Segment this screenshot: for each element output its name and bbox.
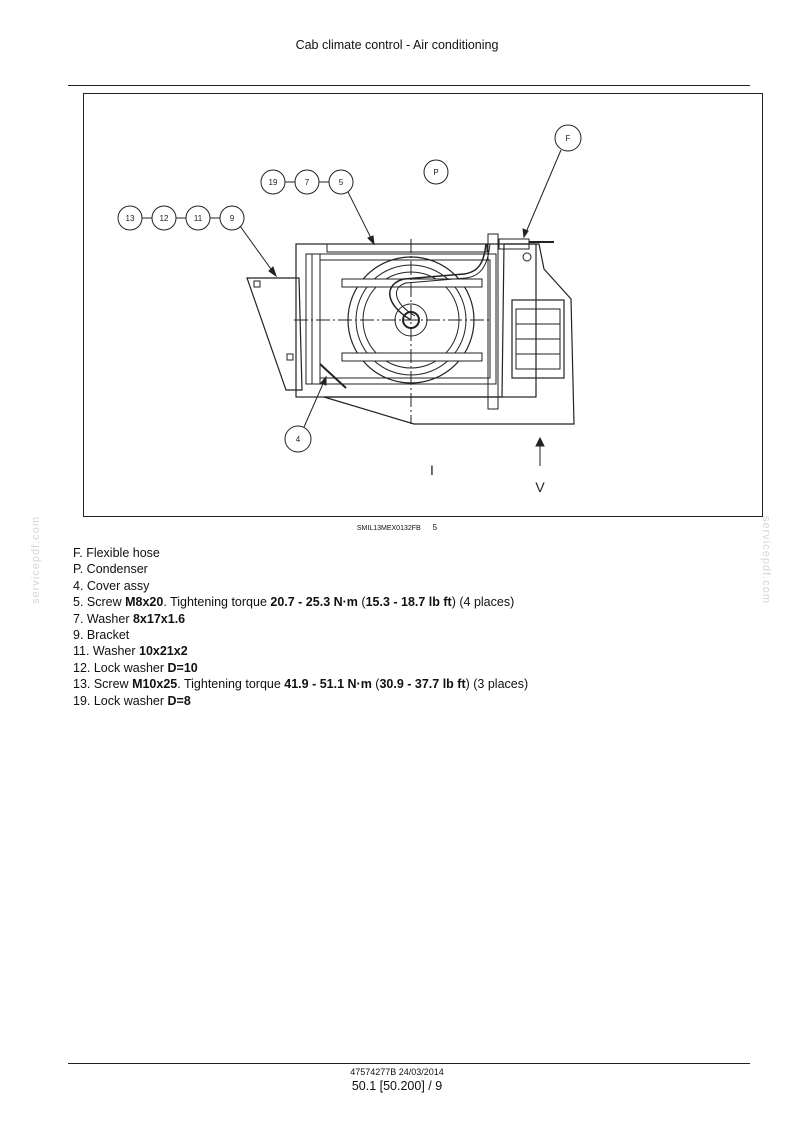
legend-item-text: 19. Lock washer: [73, 693, 168, 708]
legend-item-text: F. Flexible hose: [73, 546, 160, 560]
callout-4-leader: [284, 375, 327, 453]
legend-item-text: 9. Bracket: [73, 628, 130, 643]
callout-12: 12: [160, 214, 169, 223]
legend-item-text: 5. Screw: [73, 595, 126, 610]
hose-line: [389, 243, 487, 321]
view-letter-v: V: [535, 479, 545, 495]
legend-item-text: . Tightening torque: [177, 677, 285, 692]
watermark-right: servicepdf.com: [760, 516, 772, 604]
legend-item-text: ) (3 places): [465, 677, 529, 692]
legend-item: 13. Screw M10x25. Tightening torque 41.9…: [73, 676, 528, 692]
legend-item: 9. Bracket: [73, 627, 528, 643]
legend-item: 7. Washer 8x17x1.6: [73, 611, 528, 627]
footer-rule: [68, 1063, 750, 1064]
callout-p: P: [433, 168, 438, 177]
view-arrow-v: [535, 436, 545, 466]
legend-item: F. Flexible hose: [73, 545, 528, 561]
top-rail: [326, 243, 488, 253]
motor-block: [511, 299, 565, 379]
legend-item-text: (: [357, 595, 366, 610]
legend-item: 4. Cover assy: [73, 578, 528, 594]
figure-code: SMIL13MEX0132FB: [356, 525, 421, 532]
footer-page-number: 50.1 [50.200] / 9: [351, 1079, 443, 1093]
legend-item-spec: 41.9 - 51.1 N·m: [284, 677, 372, 692]
condenser-diagram: 13 12 11 9 19 7 5 P F: [117, 124, 582, 495]
header-rule: [68, 85, 750, 86]
callout-f-leader: [522, 124, 582, 239]
right-housing: [323, 243, 575, 425]
callout-p-circle: [423, 159, 449, 185]
legend-item: 11. Washer 10x21x2: [73, 643, 528, 659]
cover-strut: [319, 363, 347, 389]
callout-9: 9: [230, 214, 235, 223]
callout-4: 4: [296, 435, 301, 444]
bracket-plate: [246, 277, 303, 391]
legend-item-text: 13. Screw: [73, 677, 133, 692]
condenser-inner-frame: [305, 253, 497, 385]
legend-item-spec: 20.7 - 25.3 N·m: [270, 595, 358, 610]
legend-item: P. Condenser: [73, 561, 528, 577]
legend-item-text: . Tightening torque: [163, 595, 271, 610]
right-post: [487, 233, 499, 410]
left-post: [311, 253, 321, 385]
figure-caption: SMIL13MEX0132FB 5: [0, 523, 794, 532]
legend-item-text: ) (4 places): [451, 595, 515, 610]
legend-item: 19. Lock washer D=8: [73, 693, 528, 709]
callout-5: 5: [339, 178, 344, 187]
bracket-bolt-bottom: [286, 353, 294, 361]
legend-item-text: 7. Washer: [73, 611, 133, 626]
callout-7: 7: [305, 178, 310, 187]
lower-cross-bar: [341, 352, 483, 362]
legend-item: 12. Lock washer D=10: [73, 660, 528, 676]
legend-item: 5. Screw M8x20. Tightening torque 20.7 -…: [73, 594, 528, 610]
watermark-left: servicepdf.com: [30, 516, 42, 604]
legend-item-spec: D=8: [167, 693, 191, 708]
legend-item-spec: 30.9 - 37.7 lb ft: [379, 677, 466, 692]
view-letter-i: I: [430, 462, 434, 478]
legend-item-spec: M8x20: [125, 595, 164, 610]
bracket-bolt-top: [253, 280, 261, 288]
legend-item-spec: 10x21x2: [139, 644, 188, 659]
legend-item-spec: 15.3 - 18.7 lb ft: [365, 595, 452, 610]
callout-chain-13-12-11-9: [117, 205, 277, 278]
legend-item-text: (: [371, 677, 380, 692]
legend-item-text: 4. Cover assy: [73, 578, 150, 593]
figure-frame: 13 12 11 9 19 7 5 P F: [83, 93, 763, 517]
callout-19: 19: [269, 178, 278, 187]
callout-11: 11: [194, 214, 203, 223]
callout-13: 13: [126, 214, 135, 223]
callout-chain-19-7-5: [260, 169, 375, 246]
legend-item-text: 11. Washer: [73, 644, 139, 659]
legend-item-spec: D=10: [167, 660, 198, 675]
footer-doc-ref: 47574277B 24/03/2014: [350, 1067, 444, 1077]
hose-line-2: [396, 243, 491, 317]
figure-number: 5: [432, 523, 438, 532]
housing-hole: [522, 252, 532, 262]
legend-item-spec: M10x25: [132, 677, 178, 692]
page-header-title: Cab climate control - Air conditioning: [295, 38, 499, 52]
callout-f: F: [566, 134, 571, 143]
legend-item-text: P. Condenser: [73, 562, 148, 577]
legend-item-spec: 8x17x1.6: [132, 611, 186, 626]
legend-item-text: 12. Lock washer: [73, 660, 168, 675]
